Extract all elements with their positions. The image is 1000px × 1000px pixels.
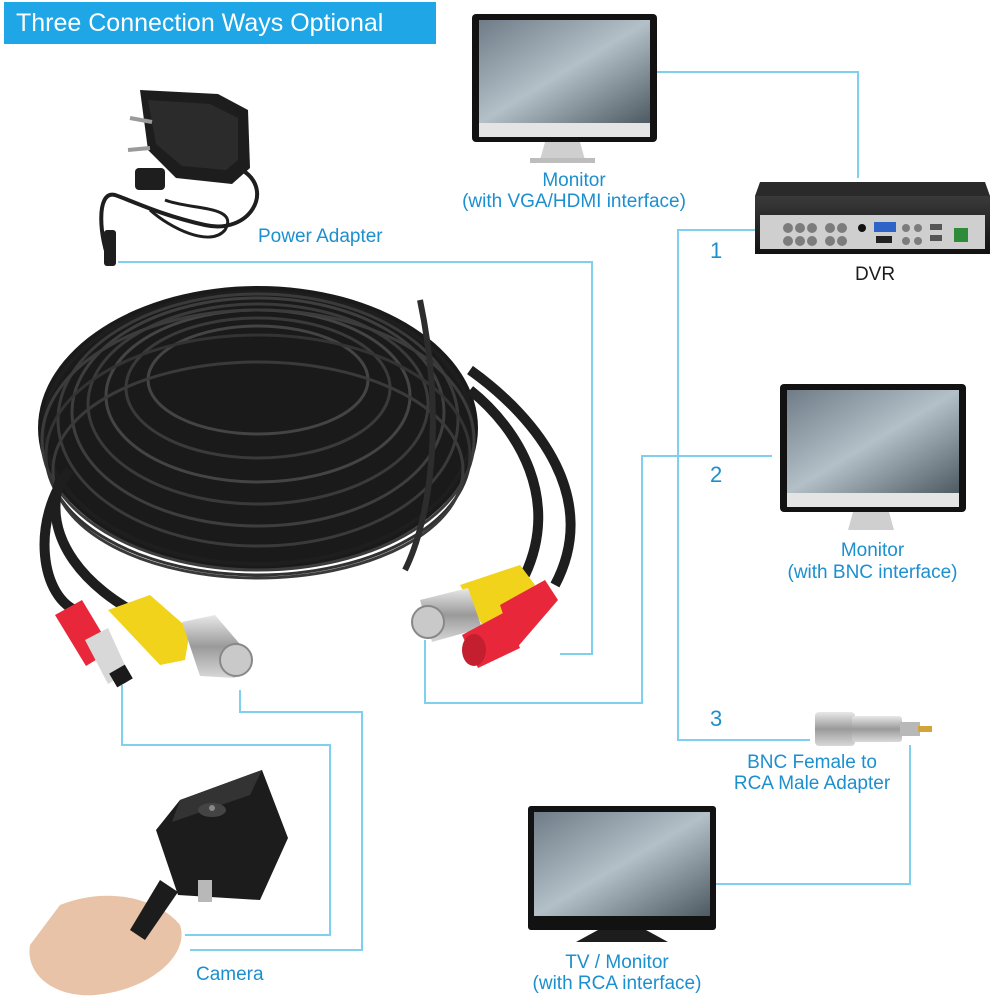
label-monitor-bnc-title: Monitor [840,540,905,561]
dc-jack-icon-right [462,580,558,668]
label-adapter-title: BNC Female to [747,752,877,773]
camera-icon [29,770,288,996]
banner-title: Three Connection Ways Optional [4,2,436,44]
step-number-3: 3 [710,706,723,731]
label-power-adapter: Power Adapter [258,226,383,247]
line-vga-monitor-to-dvr [655,71,859,178]
step-number-1: 1 [710,238,723,263]
label-dvr: DVR [854,264,896,285]
step-number-2: 2 [710,462,723,487]
label-adapter-sub: RCA Male Adapter [733,773,891,794]
line-power-to-cable [118,261,593,655]
dvr-icon [755,182,990,254]
rca-adapter-icon [815,712,932,746]
label-monitor-vga-sub: (with VGA/HDMI interface) [462,191,686,212]
line-dc-to-camera [121,685,331,936]
label-camera: Camera [196,964,264,985]
monitor-icon-bnc [780,384,966,530]
power-adapter-icon [99,90,260,266]
label-tv-sub: (with RCA interface) [532,973,702,994]
line-bnc-monitor-branch [424,455,772,704]
dc-plug-icon [55,600,133,688]
label-tv-title: TV / Monitor [565,952,669,973]
line-dvr-branch [677,229,810,741]
monitor-icon [472,14,657,163]
line-adapter-to-tv [716,745,911,885]
label-monitor-bnc-sub: (with BNC interface) [787,562,958,583]
bnc-connector-icon [108,595,253,678]
cable-coil-icon [38,286,576,620]
bnc-connector-icon-right [411,565,535,642]
connection-lines [118,71,911,951]
line-bnc-to-camera [190,690,363,951]
tv-icon [528,806,716,942]
label-monitor-vga-title: Monitor [542,170,606,191]
